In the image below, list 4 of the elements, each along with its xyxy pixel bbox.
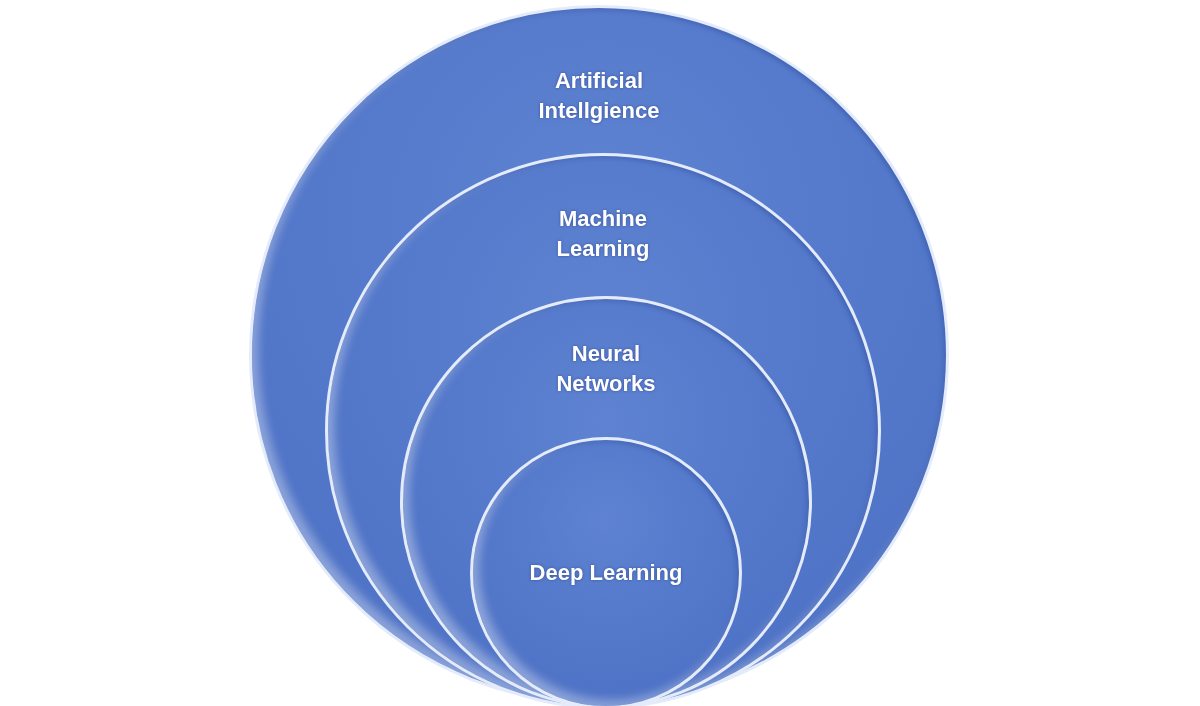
circle-label: Deep Learning — [528, 559, 684, 587]
circle-label: Artificial Intellgience — [537, 67, 661, 125]
circle-label: Machine Learning — [555, 205, 651, 263]
circle-label: Neural Networks — [555, 340, 657, 398]
